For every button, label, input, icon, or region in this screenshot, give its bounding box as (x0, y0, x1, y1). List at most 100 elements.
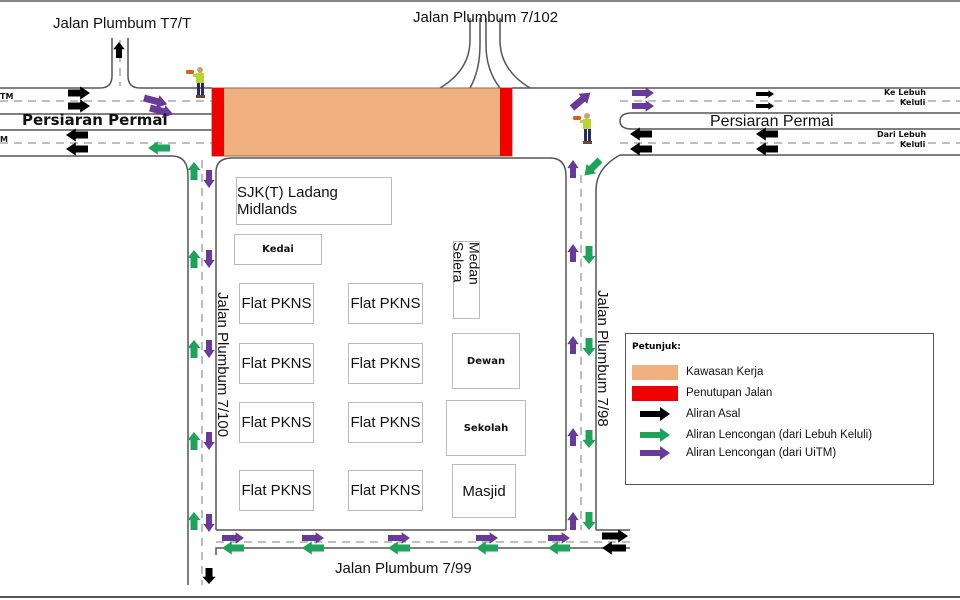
building-label: Medan Selera (450, 242, 483, 285)
building-label: Flat PKNS (241, 355, 312, 372)
arrow-right-icon (632, 407, 678, 421)
arrow-right-icon (632, 446, 678, 460)
label-persiaran-permai-west: Persiaran Permai (22, 111, 168, 129)
legend-title: Petunjuk: (632, 342, 681, 352)
detour-lebuh-keluli-arrow (582, 246, 596, 264)
original-flow-arrow (630, 127, 652, 141)
legend-label: Aliran Asal (686, 408, 741, 420)
building-flat-pkns: Flat PKNS (239, 283, 314, 324)
road-edge (439, 18, 471, 89)
detour-uitm-arrow (567, 160, 579, 178)
traffic-controller-icon (573, 113, 592, 144)
detour-uitm-arrow (203, 514, 215, 532)
building-label: Dewan (466, 355, 506, 367)
road-network (0, 18, 960, 585)
legend-item-work-zone: Kawasan Kerja (632, 364, 763, 380)
original-flow-arrow (756, 90, 774, 98)
label-west-upper-fragment: TM (0, 92, 14, 101)
building-label: Flat PKNS (241, 295, 312, 312)
label-jalan-plumbum-t7t: Jalan Plumbum T7/T (53, 15, 192, 32)
work-zone-swatch (632, 364, 678, 380)
detour-uitm-arrow (567, 512, 579, 530)
original-flow-arrow (756, 127, 778, 141)
legend-label: Penutupan Jalan (686, 387, 773, 399)
road-edge (595, 154, 960, 530)
building-medan-selera: Medan Selera (450, 241, 483, 319)
frame-bottom-border (0, 596, 960, 598)
detour-uitm-arrow (203, 170, 215, 188)
building-label: Flat PKNS (241, 414, 312, 431)
original-flow-arrow (202, 568, 216, 584)
detour-lebuh-keluli-arrow (582, 430, 596, 448)
building-flat-pkns: Flat PKNS (348, 283, 423, 324)
detour-lebuh-keluli-arrow (187, 250, 201, 268)
building-flat-pkns: Flat PKNS (348, 402, 423, 443)
label-persiaran-permai-east: Persiaran Permai (710, 113, 834, 130)
original-flow-arrow (756, 142, 778, 156)
detour-uitm-arrow (567, 336, 579, 354)
original-flow-arrow (66, 142, 88, 156)
detour-lebuh-keluli-arrow (148, 141, 170, 155)
detour-uitm-arrow (203, 340, 215, 358)
building-label: Flat PKNS (350, 355, 421, 372)
detour-lebuh-keluli-arrow (582, 512, 596, 530)
original-flow-arrow (630, 142, 652, 156)
building-flat-pkns: Flat PKNS (348, 343, 423, 384)
detour-lebuh-keluli-arrow (187, 162, 201, 180)
detour-uitm-arrow (388, 532, 410, 544)
building-label: SJK(T) Ladang Midlands (237, 184, 338, 218)
detour-uitm-arrow (567, 428, 579, 446)
building-dewan: Dewan (452, 333, 520, 389)
legend-label: Kawasan Kerja (686, 366, 764, 378)
building-label: Flat PKNS (350, 295, 421, 312)
flow-arrows (66, 42, 778, 584)
detour-lebuh-keluli-arrow (302, 541, 324, 555)
original-flow-arrow (66, 128, 88, 142)
label-dari-lebuh: Dari Lebuh (877, 130, 927, 139)
label-west-lower-fragment: M (0, 135, 8, 144)
detour-lebuh-keluli-arrow (582, 338, 596, 356)
detour-lebuh-keluli-arrow (187, 432, 201, 450)
label-jalan-plumbum-7-99: Jalan Plumbum 7/99 (335, 560, 472, 577)
detour-uitm-arrow (203, 250, 215, 268)
building-label: Flat PKNS (350, 482, 421, 499)
legend-item-detour-uitm: Aliran Lencongan (dari UiTM) (632, 445, 836, 461)
detour-uitm-arrow (302, 532, 324, 544)
building-label: Flat PKNS (350, 414, 421, 431)
detour-uitm-arrow (476, 532, 498, 544)
traffic-controller-icon (186, 67, 205, 98)
detour-lebuh-keluli-arrow (187, 340, 201, 358)
label-jalan-plumbum-7-102: Jalan Plumbum 7/102 (413, 9, 559, 26)
frame-top-border (0, 0, 960, 2)
building-sjkt-ladang-midlands: SJK(T) Ladang Midlands (236, 177, 392, 225)
building-label: Kedai (262, 244, 294, 255)
work-zone (211, 87, 513, 157)
original-flow-arrow (68, 99, 90, 113)
label-ke-keluli: Keluli (900, 98, 926, 107)
detour-lebuh-keluli-arrow (476, 541, 498, 555)
legend-item-detour-lebuh-keluli: Aliran Lencongan (dari Lebuh Keluli) (632, 427, 872, 443)
building-flat-pkns: Flat PKNS (239, 470, 314, 511)
building-flat-pkns: Flat PKNS (239, 402, 314, 443)
detour-uitm-arrow (632, 100, 654, 112)
road-edge (215, 157, 567, 530)
detour-lebuh-keluli-arrow (187, 512, 201, 530)
road-edge (499, 18, 531, 89)
road-edge (485, 18, 501, 89)
label-dari-keluli: Keluli (900, 140, 926, 149)
road-edge (469, 18, 481, 89)
detour-uitm-arrow (567, 244, 579, 262)
legend-label: Aliran Lencongan (dari Lebuh Keluli) (686, 429, 873, 441)
original-flow-arrow (756, 102, 774, 110)
building-masjid: Masjid (452, 464, 516, 518)
original-flow-arrow (68, 86, 90, 100)
building-sekolah: Sekolah (446, 400, 526, 456)
road-closure-west (212, 88, 224, 156)
building-flat-pkns: Flat PKNS (239, 343, 314, 384)
road-edge (0, 155, 189, 585)
detour-uitm-arrow (222, 532, 244, 544)
detour-uitm-arrow (143, 94, 168, 109)
label-ke-lebuh: Ke Lebuh (884, 88, 926, 97)
building-kedai: Kedai (234, 234, 322, 265)
